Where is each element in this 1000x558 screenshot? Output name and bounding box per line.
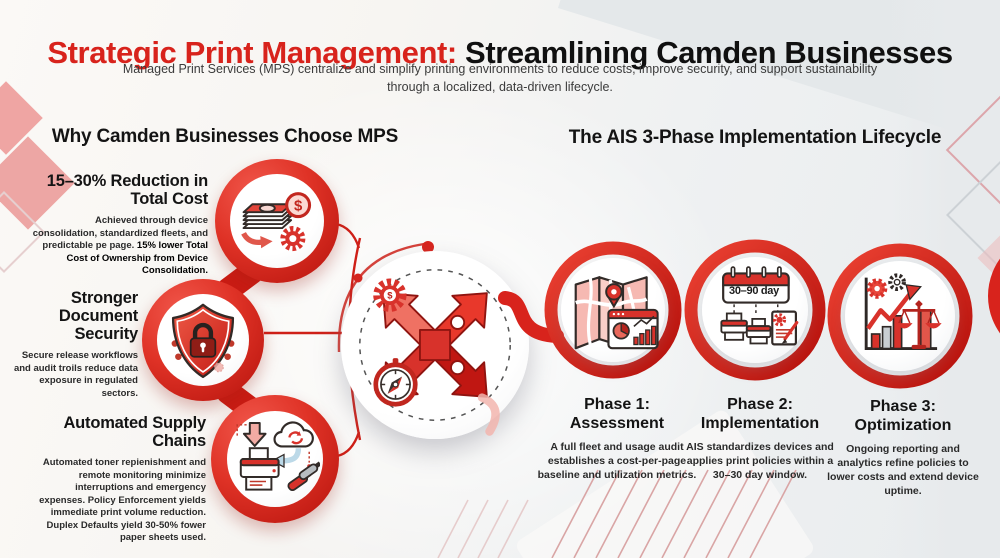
phase-title: Phase 2:Implementation — [700, 396, 820, 432]
phase2-text: Phase 2:Implementation AIS standardizes … — [680, 396, 840, 482]
calendar-label: 30–90 day — [729, 285, 779, 297]
hatch-lines — [437, 469, 797, 558]
benefit1-circle: $ — [215, 159, 339, 283]
phase3-text: Phase 3:Optimization Ongoing reporting a… — [823, 398, 983, 498]
benefit3-circle — [211, 395, 339, 523]
phase2-ring — [684, 239, 826, 381]
shield-lock-icon — [171, 303, 235, 379]
printer-cloud-supplies-icon — [236, 421, 320, 492]
right-section-heading: The AIS 3-Phase Implementation Lifecycle — [568, 127, 942, 148]
hub-to-phase1-connector — [498, 291, 564, 343]
benefit-body: Achieved through device consolidation, s… — [32, 215, 208, 277]
map-analytics-icon — [574, 276, 659, 350]
phase-body: A full fleet and usage audit establishes… — [537, 440, 697, 482]
central-hub-circle: $ — [341, 251, 529, 439]
svg-text:$: $ — [387, 290, 393, 301]
phase1-text: Phase 1:Assessment A full fleet and usag… — [537, 396, 697, 482]
page-subtitle: Managed Print Services (MPS) centralize … — [122, 62, 878, 94]
left-section-heading: Why Camden Businesses Choose MPS — [51, 126, 399, 147]
compass-icon — [373, 358, 418, 407]
page-title-highlight: Strategic Print Management: — [47, 34, 457, 70]
gear-dollar-icon: $ — [373, 278, 407, 312]
page-title: Strategic Print Management: Streamlining… — [0, 35, 1000, 71]
phase3-ring — [827, 243, 973, 389]
page-title-rest: Streamlining Camden Businesses — [456, 34, 953, 70]
benefit-title: 15–30% Reduction in Total Cost — [46, 172, 208, 209]
edge-decorative-ring — [988, 258, 1000, 334]
balance-scale — [896, 300, 942, 349]
calendar-printers-document-icon — [720, 266, 799, 346]
benefit-body: Automated toner repienishment and remote… — [39, 457, 206, 544]
svg-text:$: $ — [294, 197, 303, 214]
phase-body: AIS standardizes devices and applies pri… — [686, 440, 834, 482]
growth-chart-scale-icon — [864, 273, 942, 350]
benefit-title: Automated Supply Chains — [63, 414, 206, 451]
benefit-title: Stronger Document Security — [58, 289, 138, 344]
money-stack-coin-gear-icon: $ — [241, 192, 312, 252]
benefit2-circle — [142, 279, 264, 401]
benefit-item-cost: 15–30% Reduction in Total Cost Achieved … — [32, 172, 208, 278]
phase-title: Phase 1:Assessment — [569, 396, 665, 432]
phase-body: Ongoing reporting and analytics refine p… — [827, 442, 979, 498]
benefit-item-supply: Automated Supply Chains Automated toner … — [28, 414, 206, 545]
strategy-arrows-puzzle-compass-icon: $ — [359, 269, 511, 436]
phase-title: Phase 3:Optimization — [854, 398, 952, 434]
benefit-item-security: Stronger Document Security Secure releas… — [4, 289, 138, 401]
phase1-ring — [544, 241, 682, 379]
benefit-body: Secure release workflows and audit troil… — [13, 350, 138, 400]
